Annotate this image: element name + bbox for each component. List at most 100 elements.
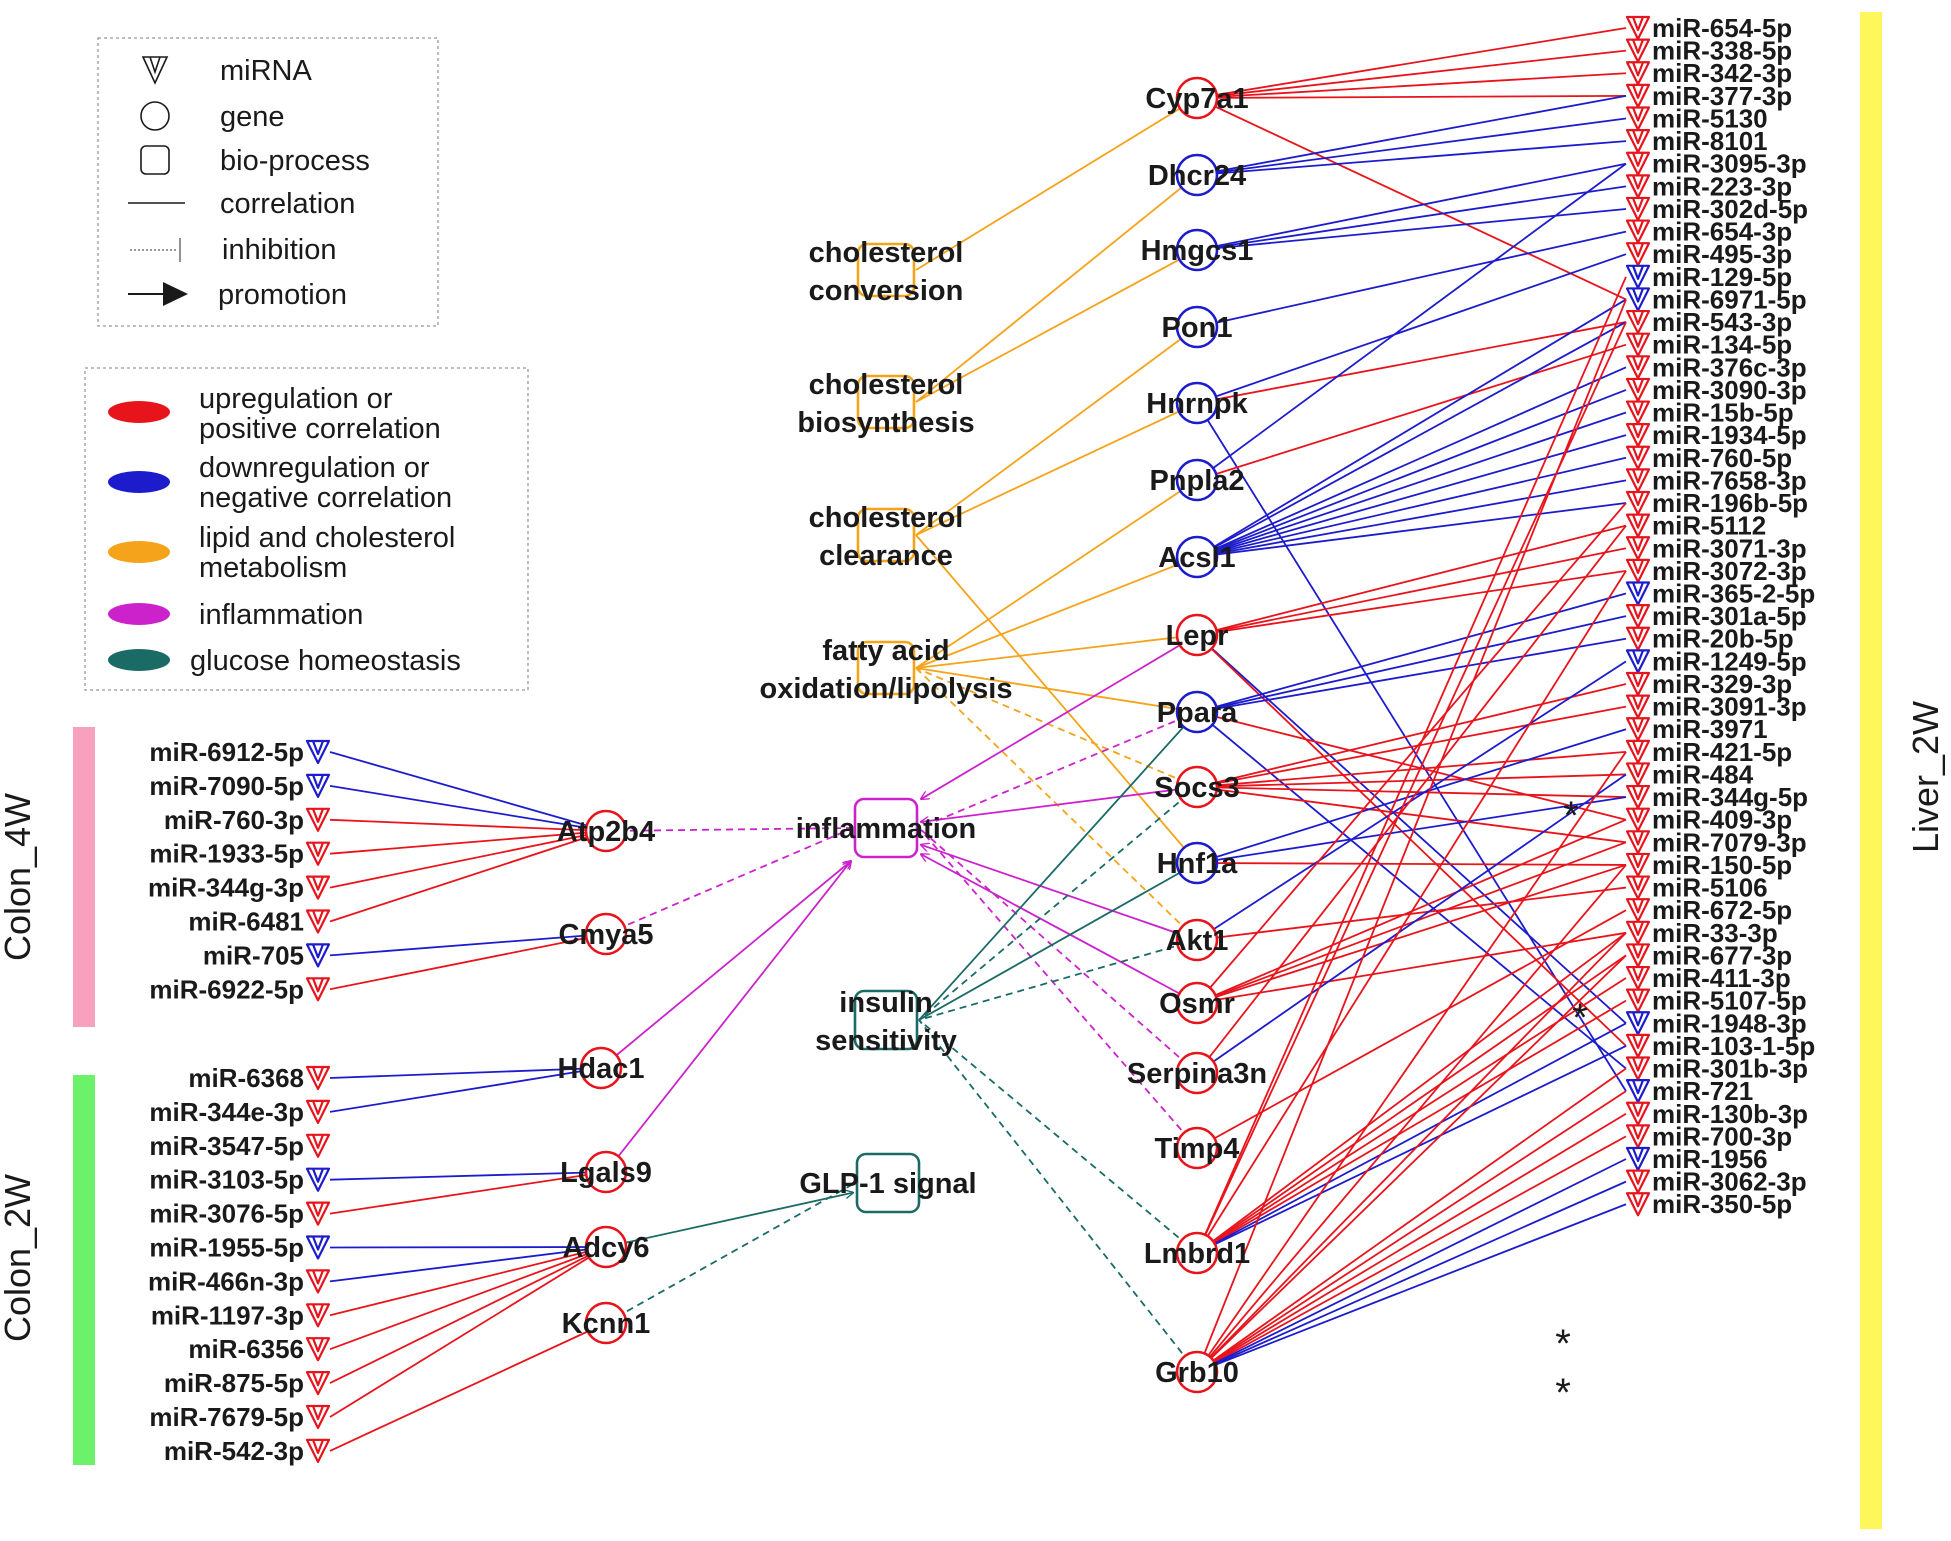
gene-node-atp2b4[interactable]: Atp2b4 <box>557 809 655 853</box>
mirna-node-mir-705[interactable]: miR-705 <box>203 940 331 970</box>
mirna-node-mir-150-5p[interactable]: miR-150-5p <box>1625 850 1792 880</box>
mirna-node-mir-700-3p[interactable]: miR-700-3p <box>1625 1121 1792 1151</box>
mirna-node-mir-7079-3p[interactable]: miR-7079-3p <box>1625 827 1807 857</box>
mirna-node-mir-302d-5p[interactable]: miR-302d-5p <box>1625 194 1808 224</box>
mirna-node-mir-677-3p[interactable]: miR-677-3p <box>1625 940 1792 970</box>
mirna-node-mir-3072-3p[interactable]: miR-3072-3p <box>1625 556 1807 586</box>
mirna-node-mir-134-5p[interactable]: miR-134-5p <box>1625 330 1792 360</box>
mirna-node-mir-5130[interactable]: miR-5130 <box>1625 103 1768 133</box>
mirna-node-mir-3076-5p[interactable]: miR-3076-5p <box>149 1199 331 1229</box>
mirna-node-mir-33-3p[interactable]: miR-33-3p <box>1625 918 1778 948</box>
mirna-node-mir-130b-3p[interactable]: miR-130b-3p <box>1625 1099 1808 1129</box>
mirna-node-mir-6912-5p[interactable]: miR-6912-5p <box>149 737 331 767</box>
mirna-node-mir-342-3p[interactable]: miR-342-3p <box>1625 58 1792 88</box>
gene-node-adcy6[interactable]: Adcy6 <box>562 1225 650 1269</box>
mirna-node-mir-3103-5p[interactable]: miR-3103-5p <box>149 1165 331 1195</box>
gene-node-lmbrd1[interactable]: Lmbrd1 <box>1144 1231 1250 1275</box>
mirna-node-mir-875-5p[interactable]: miR-875-5p <box>164 1368 331 1398</box>
mirna-node-mir-1934-5p[interactable]: miR-1934-5p <box>1625 420 1807 450</box>
gene-node-acsl1[interactable]: Acsl1 <box>1158 535 1236 579</box>
mirna-node-mir-344e-3p[interactable]: miR-344e-3p <box>149 1097 331 1127</box>
mirna-node-mir-760-3p[interactable]: miR-760-3p <box>164 805 331 835</box>
mirna-node-mir-5107-5p[interactable]: miR-5107-5p <box>1625 986 1807 1016</box>
mirna-node-mir-1249-5p[interactable]: miR-1249-5p <box>1625 646 1807 676</box>
gene-node-dhcr24[interactable]: Dhcr24 <box>1148 153 1246 197</box>
mirna-node-mir-3062-3p[interactable]: miR-3062-3p <box>1625 1167 1807 1197</box>
mirna-node-mir-466n-3p[interactable]: miR-466n-3p <box>148 1266 331 1296</box>
mirna-node-mir-7679-5p[interactable]: miR-7679-5p <box>149 1402 331 1432</box>
mirna-node-mir-495-3p[interactable]: miR-495-3p <box>1625 239 1792 269</box>
gene-node-socs3[interactable]: Socs3 <box>1154 765 1240 809</box>
mirna-node-mir-5112[interactable]: miR-5112 <box>1625 511 1766 541</box>
mirna-node-mir-5106[interactable]: miR-5106 <box>1625 873 1768 903</box>
gene-node-osmr[interactable]: Osmr <box>1159 981 1235 1025</box>
mirna-node-mir-344g-3p[interactable]: miR-344g-3p <box>148 873 331 903</box>
mirna-node-mir-344g-5p[interactable]: miR-344g-5p <box>1625 782 1808 812</box>
mirna-node-mir-409-3p[interactable]: miR-409-3p <box>1625 805 1792 835</box>
mirna-node-mir-421-5p[interactable]: miR-421-5p <box>1625 737 1792 767</box>
mirna-node-mir-1955-5p[interactable]: miR-1955-5p <box>149 1233 331 1263</box>
mirna-node-mir-6368[interactable]: miR-6368 <box>188 1063 331 1093</box>
gene-node-kcnn1[interactable]: Kcnn1 <box>562 1301 651 1345</box>
mirna-node-mir-3095-3p[interactable]: miR-3095-3p <box>1625 149 1807 179</box>
mirna-node-mir-223-3p[interactable]: miR-223-3p <box>1625 171 1792 201</box>
gene-node-lgals9[interactable]: Lgals9 <box>560 1150 652 1194</box>
gene-node-pon1[interactable]: Pon1 <box>1162 305 1233 349</box>
mirna-node-mir-7090-5p[interactable]: miR-7090-5p <box>149 771 331 801</box>
mirna-node-mir-8101[interactable]: miR-8101 <box>1625 126 1768 156</box>
gene-node-lepr[interactable]: Lepr <box>1166 613 1229 657</box>
mirna-node-mir-1197-3p[interactable]: miR-1197-3p <box>151 1300 331 1330</box>
mirna-node-mir-542-3p[interactable]: miR-542-3p <box>164 1436 331 1466</box>
mirna-node-mir-6971-5p[interactable]: miR-6971-5p <box>1625 284 1807 314</box>
mirna-node-mir-1948-3p[interactable]: miR-1948-3p <box>1625 1008 1807 1038</box>
gene-node-ppara[interactable]: Ppara <box>1157 690 1238 734</box>
gene-node-akt1[interactable]: Akt1 <box>1166 918 1229 962</box>
gene-node-timp4[interactable]: Timp4 <box>1155 1126 1240 1170</box>
gene-node-hnrnpk[interactable]: Hnrnpk <box>1146 381 1249 425</box>
mirna-node-mir-3971[interactable]: miR-3971 <box>1625 714 1768 744</box>
gene-node-cyp7a1[interactable]: Cyp7a1 <box>1145 76 1249 120</box>
mirna-node-mir-721[interactable]: miR-721 <box>1625 1076 1753 1106</box>
gene-node-cmya5[interactable]: Cmya5 <box>558 912 654 956</box>
mirna-node-mir-484[interactable]: miR-484 <box>1625 759 1754 789</box>
process-node-inflam[interactable]: inflammation <box>796 797 976 859</box>
mirna-node-mir-6481[interactable]: miR-6481 <box>188 907 331 937</box>
mirna-node-mir-3071-3p[interactable]: miR-3071-3p <box>1625 533 1807 563</box>
mirna-node-mir-301b-3p[interactable]: miR-301b-3p <box>1625 1054 1808 1084</box>
gene-node-pnpla2[interactable]: Pnpla2 <box>1149 458 1245 502</box>
mirna-node-mir-350-5p[interactable]: miR-350-5p <box>1625 1189 1792 1219</box>
mirna-node-mir-365-2-5p[interactable]: miR-365-2-5p <box>1625 579 1815 609</box>
gene-node-grb10[interactable]: Grb10 <box>1155 1350 1239 1394</box>
mirna-node-mir-1933-5p[interactable]: miR-1933-5p <box>149 839 331 869</box>
mirna-node-mir-7658-3p[interactable]: miR-7658-3p <box>1625 465 1807 495</box>
mirna-node-mir-103-1-5p[interactable]: miR-103-1-5p <box>1625 1031 1815 1061</box>
gene-node-hmgcs1[interactable]: Hmgcs1 <box>1141 228 1254 272</box>
mirna-node-mir-654-5p[interactable]: miR-654-5p <box>1625 13 1792 43</box>
gene-node-hdac1[interactable]: Hdac1 <box>557 1046 645 1090</box>
mirna-node-mir-15b-5p[interactable]: miR-15b-5p <box>1625 398 1794 428</box>
mirna-node-mir-654-3p[interactable]: miR-654-3p <box>1625 217 1792 247</box>
mirna-node-mir-411-3p[interactable]: miR-411-3p <box>1625 963 1791 993</box>
mirna-node-mir-1956[interactable]: miR-1956 <box>1625 1144 1768 1174</box>
mirna-node-mir-129-5p[interactable]: miR-129-5p <box>1625 262 1792 292</box>
mirna-node-mir-377-3p[interactable]: miR-377-3p <box>1625 81 1792 111</box>
mirna-node-mir-376c-3p[interactable]: miR-376c-3p <box>1625 352 1807 382</box>
mirna-node-mir-3090-3p[interactable]: miR-3090-3p <box>1625 375 1807 405</box>
mirna-node-mir-329-3p[interactable]: miR-329-3p <box>1625 669 1792 699</box>
gene-node-hnf1a[interactable]: Hnf1a <box>1157 841 1238 885</box>
gene-node-serpina3n[interactable]: Serpina3n <box>1127 1051 1267 1095</box>
mirna-node-mir-301a-5p[interactable]: miR-301a-5p <box>1625 601 1807 631</box>
mirna-node-mir-196b-5p[interactable]: miR-196b-5p <box>1625 488 1808 518</box>
mirna-node-mir-760-5p[interactable]: miR-760-5p <box>1625 443 1792 473</box>
mirna-node-mir-20b-5p[interactable]: miR-20b-5p <box>1625 624 1794 654</box>
mirna-node-mir-3547-5p[interactable]: miR-3547-5p <box>149 1131 331 1161</box>
mirna-node-mir-672-5p[interactable]: miR-672-5p <box>1625 895 1792 925</box>
mirna-node-mir-338-5p[interactable]: miR-338-5p <box>1625 36 1792 66</box>
mirna-node-mir-6356[interactable]: miR-6356 <box>188 1334 331 1364</box>
mirna-node-mir-3091-3p[interactable]: miR-3091-3p <box>1625 692 1807 722</box>
